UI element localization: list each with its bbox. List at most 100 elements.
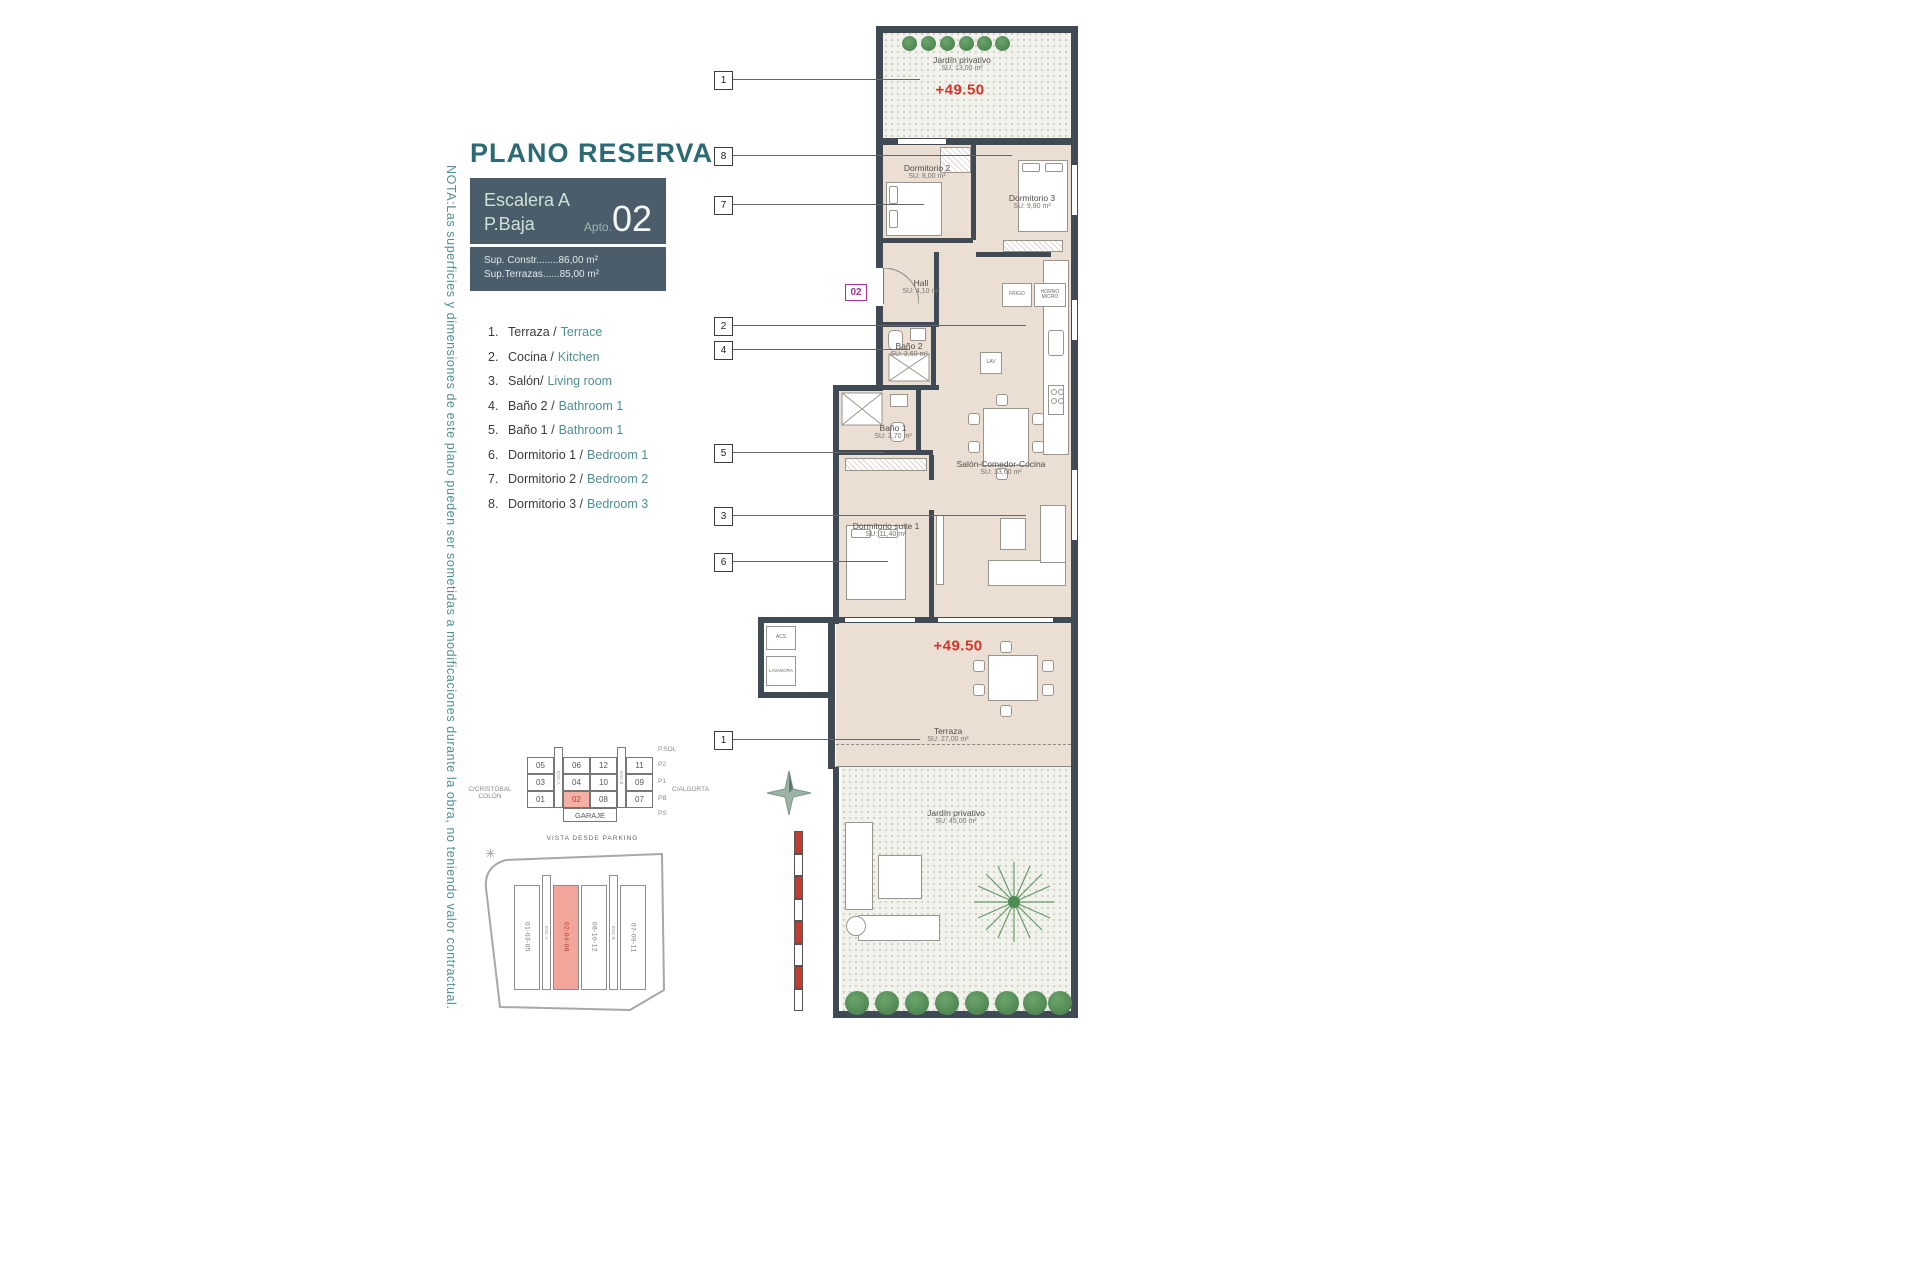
door-swing-icon xyxy=(883,268,919,304)
burner xyxy=(1058,398,1064,404)
wall xyxy=(1053,617,1078,623)
wall xyxy=(833,617,845,623)
room-label-suite: Dormitorio suite 1 SU: 11,40 m² xyxy=(852,521,920,538)
sink xyxy=(910,328,926,341)
building-block: 07-09-11 xyxy=(620,885,646,990)
unit-cell: 11 xyxy=(626,757,653,774)
psol-label: P.SOL xyxy=(658,746,677,753)
bed xyxy=(1018,160,1068,232)
room-label-dorm3: Dormitorio 3 SU: 9,90 m² xyxy=(1008,193,1056,210)
wardrobe xyxy=(845,458,927,471)
washer: LAVADORA xyxy=(766,656,796,686)
scale-segment xyxy=(794,853,803,876)
callout-dorm3: 8 xyxy=(714,147,733,166)
leader-line xyxy=(733,452,884,453)
stair-block: ESC-A xyxy=(542,875,551,990)
callout-dorm2: 7 xyxy=(714,196,733,215)
wall xyxy=(876,138,1078,145)
planta-label: P.Baja xyxy=(484,214,535,234)
coffee-table xyxy=(1000,518,1026,550)
terrace-table xyxy=(988,655,1038,701)
legend: 1.Terraza /Terrace 2.Cocina /Kitchen 3.S… xyxy=(488,320,648,516)
pillow xyxy=(889,210,898,228)
wall xyxy=(833,767,839,1018)
hedge-plant xyxy=(995,991,1019,1015)
room-label-bano1: Baño 1 SU: 3,70 m² xyxy=(874,423,912,440)
chair xyxy=(1000,705,1012,717)
unit-cell: 01 xyxy=(527,791,554,808)
pillow xyxy=(1045,163,1063,172)
sup-constr: Sup. Constr........86,00 m² xyxy=(484,255,598,266)
callout-terraza-top: 1 xyxy=(714,71,733,90)
partition-wall xyxy=(916,390,921,455)
partition-wall xyxy=(838,450,933,455)
unit-cell-highlighted: 02 xyxy=(563,791,590,808)
partition-wall xyxy=(883,385,939,390)
partition-wall xyxy=(929,510,934,620)
scale-segment xyxy=(794,831,803,854)
level-label: P1 xyxy=(658,778,666,785)
burner xyxy=(1058,389,1064,395)
scale-segment xyxy=(794,988,803,1011)
plant xyxy=(959,36,974,51)
building-block: 01-03-05 xyxy=(514,885,540,990)
building-block: 08-10-12 xyxy=(581,885,607,990)
water-heater: ACS xyxy=(766,626,796,650)
leader-line xyxy=(733,155,1012,156)
leader-line xyxy=(733,739,920,740)
partition-wall xyxy=(976,252,1051,257)
level-annotation: +49.50 xyxy=(933,637,983,655)
sliding-door xyxy=(938,617,1053,623)
plant-symbol-icon: ✳ xyxy=(485,846,496,861)
leader-line xyxy=(733,349,910,350)
chair xyxy=(968,413,980,425)
wall xyxy=(1071,138,1078,624)
chair xyxy=(1000,641,1012,653)
unit-cell: 06 xyxy=(563,757,590,774)
sink xyxy=(890,394,908,407)
leader-line xyxy=(733,79,920,80)
building-block-highlighted: 02-04-06 xyxy=(553,885,579,990)
scale-bar xyxy=(794,831,803,1011)
wall xyxy=(758,692,835,698)
leader-line xyxy=(733,515,1026,516)
callout-salon: 3 xyxy=(714,507,733,526)
wall xyxy=(833,385,839,624)
scale-segment xyxy=(794,966,803,989)
room-label-terraza: Terraza SU: 27,00 m² xyxy=(927,726,969,743)
window xyxy=(845,617,915,623)
wall xyxy=(876,138,883,390)
stair-block: ESC-B xyxy=(609,875,618,990)
chair xyxy=(996,394,1008,406)
shower-tray xyxy=(888,353,930,382)
wall xyxy=(915,617,938,623)
hedge-plant xyxy=(845,991,869,1015)
info-box-surfaces: Sup. Constr........86,00 m² Sup.Terrazas… xyxy=(470,247,666,291)
chair xyxy=(1042,660,1054,672)
hedge-plant xyxy=(965,991,989,1015)
room-label-jardin-top: Jardín privativo SU: 13,00 m² xyxy=(933,55,991,72)
wall xyxy=(1071,624,1078,1018)
tv-unit xyxy=(936,515,944,585)
partition-wall xyxy=(931,322,936,390)
apto-number: 02 xyxy=(611,198,652,239)
legend-item: 8.Dormitorio 3 /Bedroom 3 xyxy=(488,496,649,511)
burner xyxy=(1051,398,1057,404)
side-table xyxy=(846,916,866,936)
level-label: PS xyxy=(658,810,667,817)
plot-boundary xyxy=(484,853,665,1011)
plant xyxy=(977,36,992,51)
disclaimer-note: NOTA:Las superficies y dimensiones de es… xyxy=(444,165,458,1010)
partition-wall xyxy=(934,252,939,327)
garden-table xyxy=(878,855,922,899)
wall xyxy=(758,617,835,623)
callout-bano1: 5 xyxy=(714,444,733,463)
window xyxy=(898,138,946,145)
callout-terraza: 1 xyxy=(714,731,733,750)
chair xyxy=(973,660,985,672)
toilet xyxy=(890,422,905,442)
fridge: FRIGO xyxy=(1002,283,1032,307)
apartment-info-box: Escalera A P.Baja Apto.02 Sup. Constr...… xyxy=(470,178,666,291)
wardrobe xyxy=(1003,240,1063,252)
